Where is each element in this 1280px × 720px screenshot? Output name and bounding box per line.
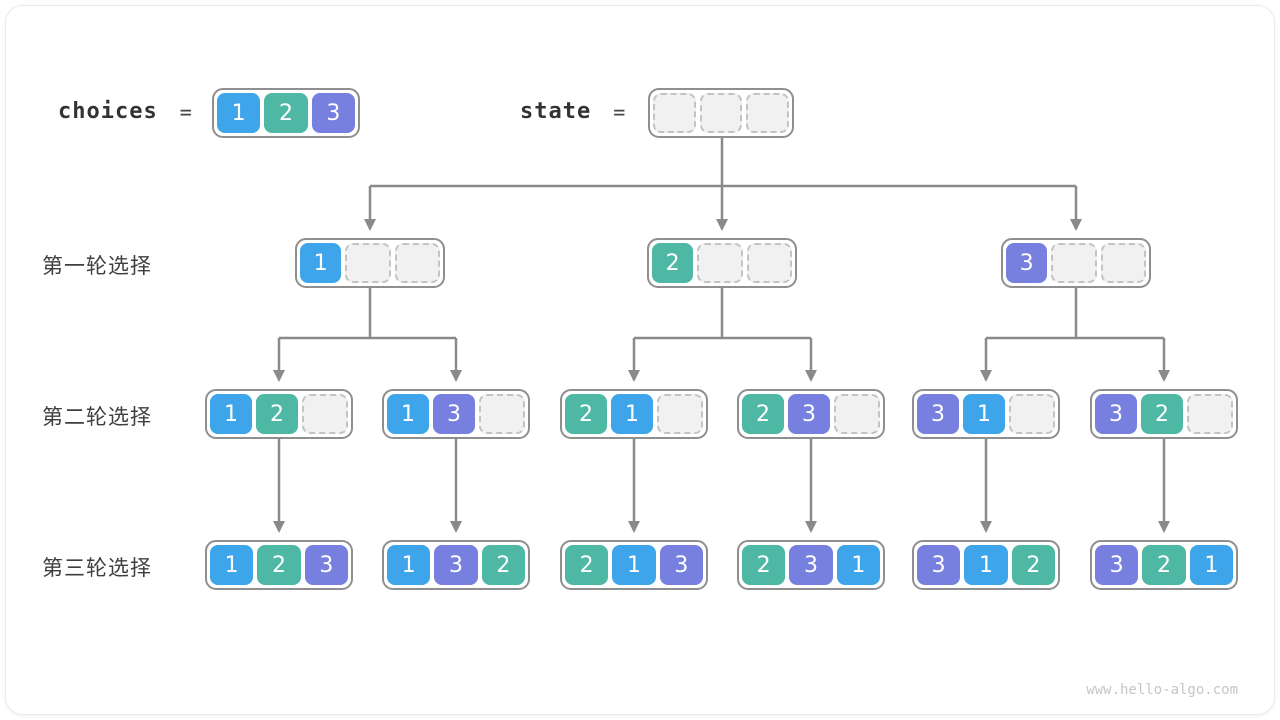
value-cell-1: 1 bbox=[210, 545, 254, 585]
round-2-label: 第二轮选择 bbox=[42, 406, 152, 429]
value-cell-2: 2 bbox=[256, 394, 298, 434]
value-cell-2: 2 bbox=[1141, 394, 1183, 434]
value-cell-3: 3 bbox=[1095, 545, 1139, 585]
value-cell-3: 3 bbox=[917, 394, 959, 434]
empty-cell bbox=[657, 394, 703, 434]
empty-cell bbox=[1100, 243, 1146, 283]
empty-cell bbox=[1187, 394, 1233, 434]
value-cell-3: 3 bbox=[789, 545, 833, 585]
empty-cell bbox=[1009, 394, 1055, 434]
empty-cell bbox=[302, 394, 348, 434]
value-cell-1: 1 bbox=[1189, 545, 1233, 585]
value-cell-3: 3 bbox=[434, 545, 478, 585]
value-cell-2: 2 bbox=[565, 545, 609, 585]
value-cell-2: 2 bbox=[742, 545, 786, 585]
state-node-1: 1 bbox=[295, 238, 445, 288]
value-cell-3: 3 bbox=[304, 545, 348, 585]
value-cell-2: 2 bbox=[652, 243, 694, 283]
empty-cell bbox=[697, 243, 743, 283]
value-cell-2: 2 bbox=[1142, 545, 1186, 585]
empty-cell bbox=[1051, 243, 1097, 283]
value-cell-1: 1 bbox=[387, 545, 431, 585]
equals-sign: = bbox=[613, 99, 627, 124]
value-cell-3: 3 bbox=[433, 394, 475, 434]
round-1-label: 第一轮选择 bbox=[42, 255, 152, 278]
empty-cell bbox=[746, 243, 792, 283]
value-cell-1: 1 bbox=[836, 545, 880, 585]
state-label: state = bbox=[520, 99, 626, 124]
value-cell-1: 1 bbox=[217, 93, 261, 133]
value-cell-3: 3 bbox=[788, 394, 830, 434]
empty-cell bbox=[834, 394, 880, 434]
choices-label-text: choices bbox=[58, 99, 158, 124]
value-cell-1: 1 bbox=[612, 545, 656, 585]
value-cell-1: 1 bbox=[387, 394, 429, 434]
empty-cell bbox=[345, 243, 391, 283]
empty-cell bbox=[479, 394, 525, 434]
value-cell-2: 2 bbox=[481, 545, 525, 585]
value-cell-3: 3 bbox=[311, 93, 355, 133]
value-cell-3: 3 bbox=[1006, 243, 1048, 283]
empty-cell bbox=[394, 243, 440, 283]
value-cell-1: 1 bbox=[210, 394, 252, 434]
state-node-2: 2 bbox=[647, 238, 797, 288]
watermark: www.hello-algo.com bbox=[1086, 682, 1238, 698]
empty-cell bbox=[699, 93, 743, 133]
value-cell-3: 3 bbox=[659, 545, 703, 585]
state-array-root bbox=[648, 88, 794, 138]
value-cell-1: 1 bbox=[964, 545, 1008, 585]
value-cell-3: 3 bbox=[917, 545, 961, 585]
value-cell-2: 2 bbox=[565, 394, 607, 434]
state-label-text: state bbox=[520, 99, 592, 124]
equals-sign: = bbox=[179, 99, 193, 124]
empty-cell bbox=[653, 93, 696, 133]
value-cell-3: 3 bbox=[1095, 394, 1137, 434]
round-3-label: 第三轮选择 bbox=[42, 557, 152, 580]
value-cell-1: 1 bbox=[963, 394, 1005, 434]
value-cell-2: 2 bbox=[257, 545, 301, 585]
empty-cell bbox=[746, 93, 790, 133]
value-cell-2: 2 bbox=[742, 394, 784, 434]
state-node-3: 3 bbox=[1001, 238, 1151, 288]
value-cell-2: 2 bbox=[1011, 545, 1055, 585]
value-cell-2: 2 bbox=[264, 93, 308, 133]
value-cell-1: 1 bbox=[611, 394, 653, 434]
choices-label: choices = bbox=[58, 99, 193, 124]
value-cell-1: 1 bbox=[300, 243, 342, 283]
